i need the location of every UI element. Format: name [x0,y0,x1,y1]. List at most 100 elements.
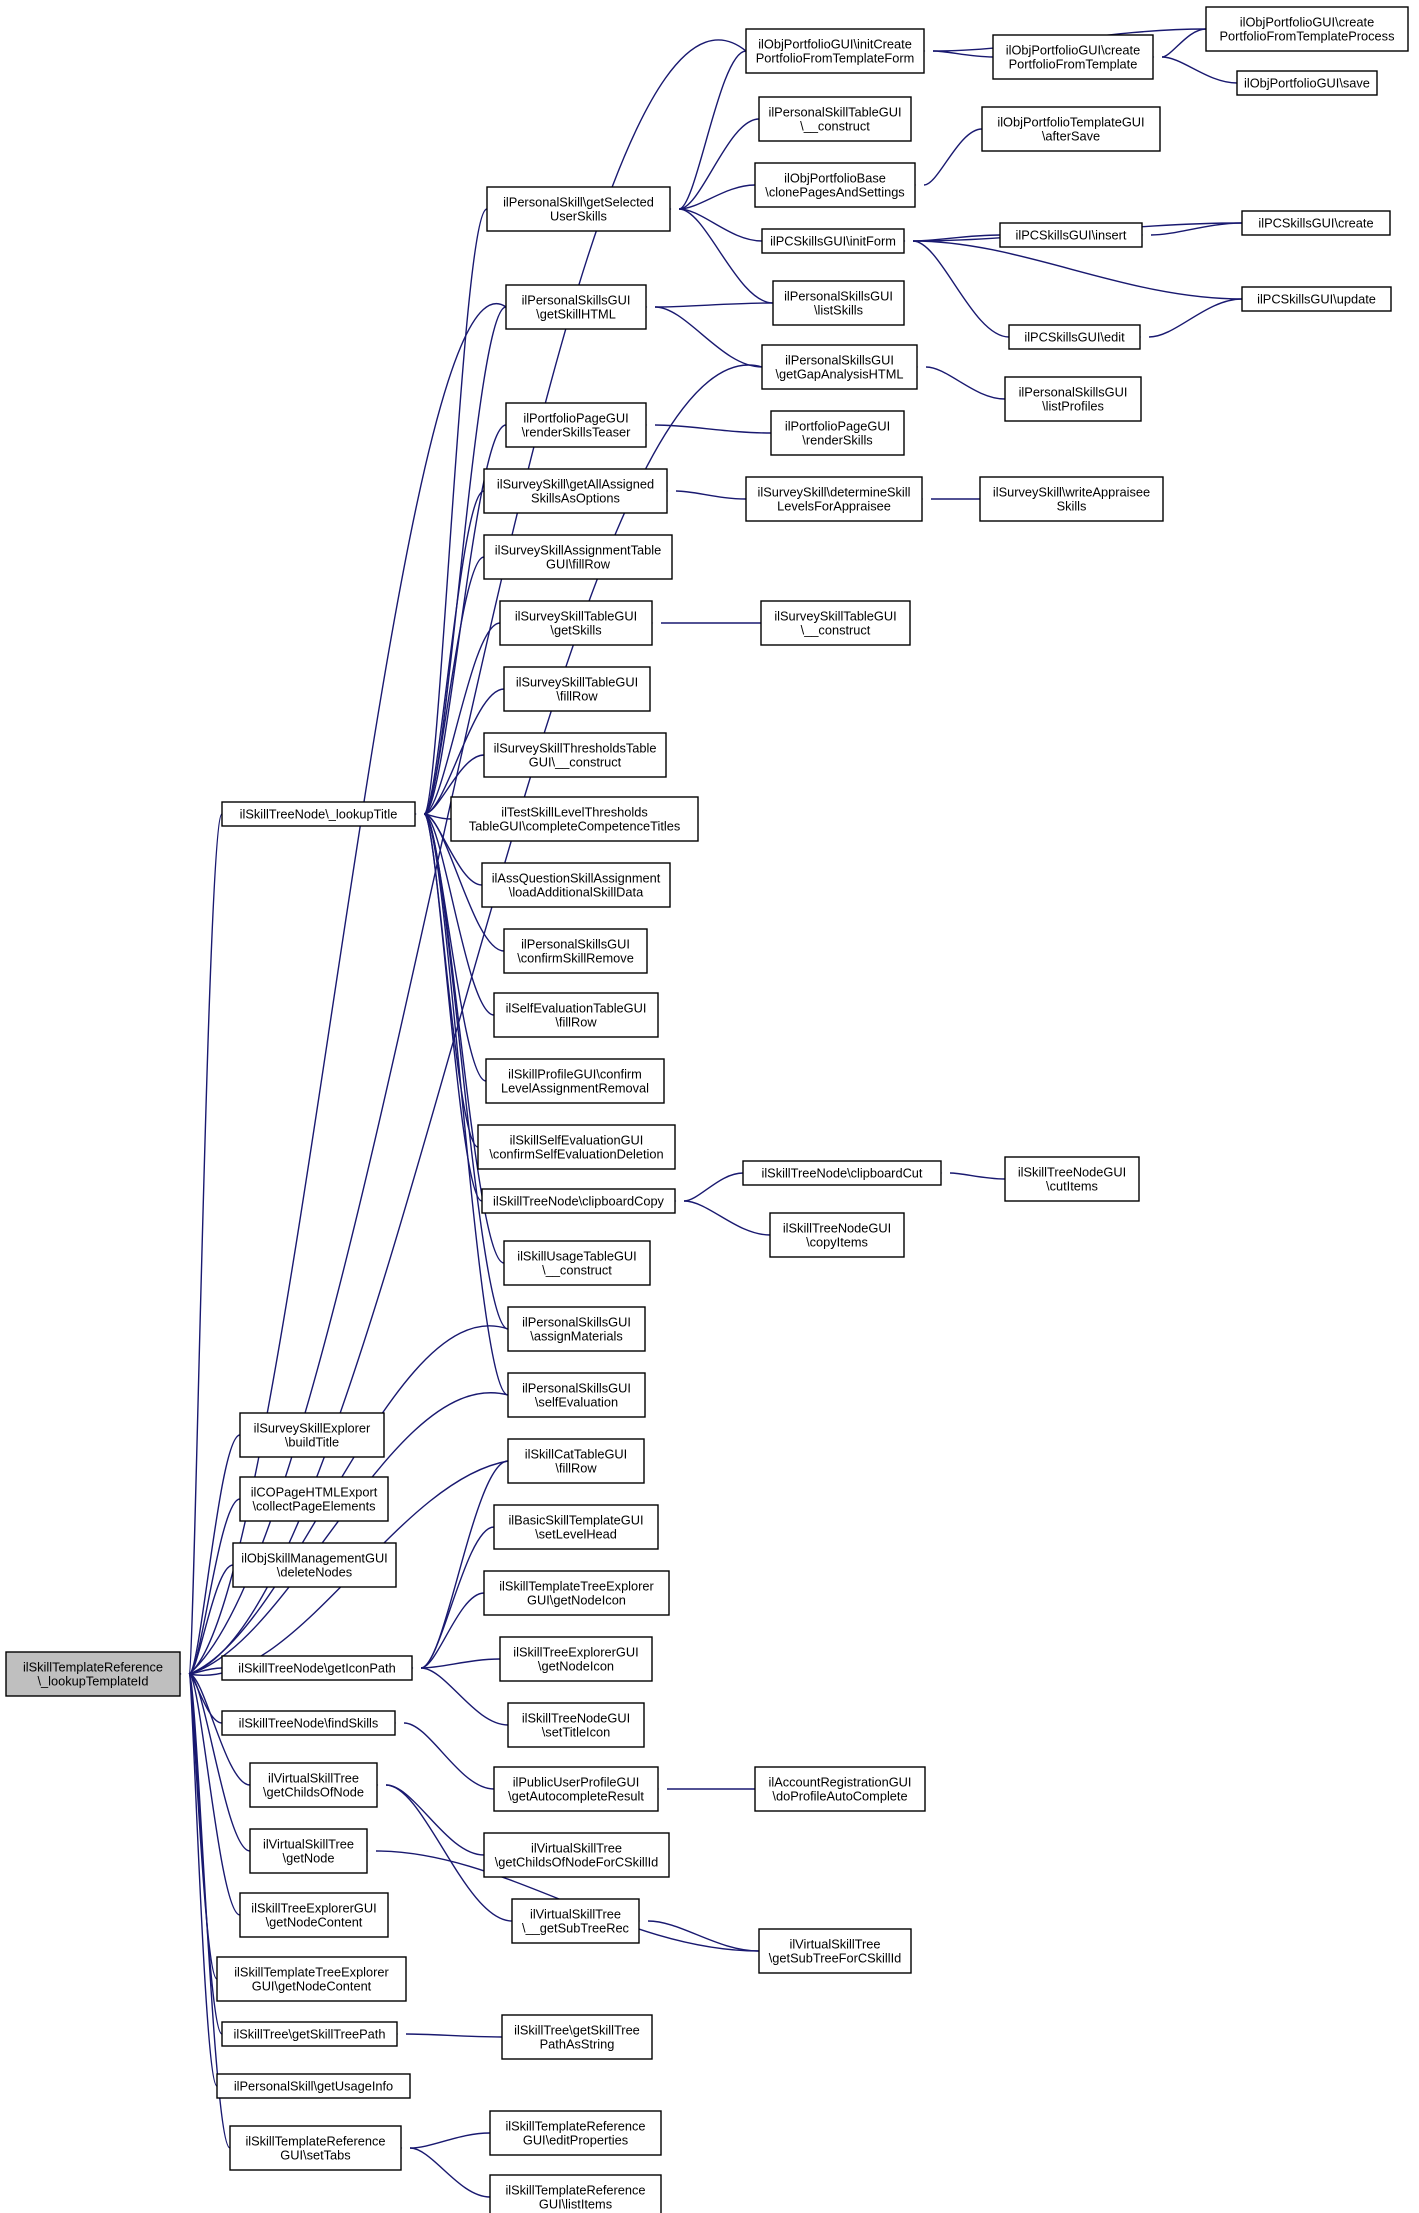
node-assQuestion[interactable]: ilAssQuestionSkillAssignment\loadAdditio… [481,862,671,908]
node-portfolioTmplAfterSave[interactable]: ilObjPortfolioTemplateGUI\afterSave [981,106,1161,152]
node-portfolioSave[interactable]: ilObjPortfolioGUI\save [1236,70,1378,96]
call-edge-clipboardCopy-to-lookupTitle [423,813,483,1202]
node-surveyTableGetSkills[interactable]: ilSurveySkillTableGUI\getSkills [499,600,653,646]
node-surveyTableFillRow[interactable]: ilSurveySkillTableGUI\fillRow [503,666,651,712]
node-box [507,1438,645,1484]
node-treeNodeGuiCopy[interactable]: ilSkillTreeNodeGUI\copyItems [769,1212,905,1258]
node-lookupTitle[interactable]: ilSkillTreeNode\_lookupTitle [221,801,416,827]
node-label-line: \renderSkills [802,433,872,448]
node-box [1241,210,1391,236]
node-tmplTreeExplorerIcon[interactable]: ilSkillTemplateTreeExplorerGUI\getNodeIc… [483,1570,670,1616]
node-vstChildsForC[interactable]: ilVirtualSkillTree\getChildsOfNodeForCSk… [483,1832,670,1878]
node-box [483,732,667,778]
node-portfolioBaseClone[interactable]: ilObjPortfolioBase\clonePagesAndSettings [754,162,916,208]
node-box [1004,1156,1140,1202]
node-publicUserProfile[interactable]: ilPublicUserProfileGUI\getAutocompleteRe… [493,1766,659,1812]
node-tmplRefEditProps[interactable]: ilSkillTemplateReferenceGUI\editProperti… [489,2110,662,2156]
call-edge-objSkillMgmt-to-root [188,1564,234,1675]
node-surveyDetermine[interactable]: ilSurveySkill\determineSkillLevelsForApp… [745,476,923,522]
node-portfolioRenderTeaser[interactable]: ilPortfolioPageGUI\renderSkillsTeaser [505,402,647,448]
node-label-line: ilPublicUserProfileGUI [513,1775,640,1790]
node-box [485,1058,665,1104]
node-label-line: \getNodeContent [266,1915,363,1930]
node-root[interactable]: ilSkillTemplateReference\_lookupTemplate… [5,1651,181,1697]
node-label-line: \__construct [542,1263,612,1278]
node-tmplTreeExplorerContent[interactable]: ilSkillTemplateTreeExplorerGUI\getNodeCo… [216,1956,407,2002]
node-surveyExplorer[interactable]: ilSurveySkillExplorer\buildTitle [239,1412,385,1458]
node-pstConstruct[interactable]: ilPersonalSkillTableGUI\__construct [758,96,912,142]
node-box [760,600,911,646]
node-pcCreate[interactable]: ilPCSkillsGUI\create [1241,210,1391,236]
node-vstSubTreeForC[interactable]: ilVirtualSkillTree\getSubTreeForCSkillId [758,1928,912,1974]
node-profileConfirm[interactable]: ilSkillProfileGUI\confirmLevelAssignment… [485,1058,665,1104]
node-accountRegistration[interactable]: ilAccountRegistrationGUI\doProfileAutoCo… [754,1766,926,1812]
node-pcInitForm[interactable]: ilPCSkillsGUI\initForm [761,228,905,254]
node-copageExport[interactable]: ilCOPageHTMLExport\collectPageElements [239,1476,389,1522]
call-edge-treeExplorerContent-to-root [188,1673,241,1916]
node-clipboardCut[interactable]: ilSkillTreeNode\clipboardCut [742,1160,942,1186]
node-pcEdit[interactable]: ilPCSkillsGUI\edit [1008,324,1141,350]
node-box [483,1832,670,1878]
node-clipboardCopy[interactable]: ilSkillTreeNode\clipboardCopy [481,1188,676,1214]
node-box [216,1956,407,2002]
node-objSkillMgmt[interactable]: ilObjSkillManagementGUI\deleteNodes [232,1542,397,1588]
node-findSkills[interactable]: ilSkillTreeNode\findSkills [221,1710,396,1736]
node-label-line: ilSurveySkill\getAllAssigned [497,477,654,492]
node-label-line: \__getSubTreeRec [522,1921,630,1936]
node-box [503,666,651,712]
node-label-line: ilSkillTemplateTreeExplorer [234,1965,389,1980]
node-portfolioRenderSkills[interactable]: ilPortfolioPageGUI\renderSkills [770,410,905,456]
node-pcInsert[interactable]: ilPCSkillsGUI\insert [999,222,1143,248]
node-portfolioInitCreate[interactable]: ilObjPortfolioGUI\initCreatePortfolioFro… [745,28,925,74]
node-psgSelfEvaluation[interactable]: ilPersonalSkillsGUI\selfEvaluation [507,1372,646,1418]
node-portfolioCreateFromTmpl[interactable]: ilObjPortfolioGUI\createPortfolioFromTem… [992,34,1154,80]
node-treeExplorerIcon[interactable]: ilSkillTreeExplorerGUI\getNodeIcon [499,1636,653,1682]
node-psgConfirmRemove[interactable]: ilPersonalSkillsGUI\confirmSkillRemove [503,928,648,974]
node-treeNodeGuiTitleIcon[interactable]: ilSkillTreeNodeGUI\setTitleIcon [507,1702,645,1748]
node-surveyThresholds[interactable]: ilSurveySkillThresholdsTableGUI\__constr… [483,732,667,778]
node-selfEvalDeletion[interactable]: ilSkillSelfEvaluationGUI\confirmSelfEval… [477,1124,676,1170]
node-catTableFillRow[interactable]: ilSkillCatTableGUI\fillRow [507,1438,645,1484]
node-surveyGetAllAssigned[interactable]: ilSurveySkill\getAllAssignedSkillsAsOpti… [483,468,668,514]
node-treeExplorerContent[interactable]: ilSkillTreeExplorerGUI\getNodeContent [239,1892,389,1938]
node-psgAssignMaterials[interactable]: ilPersonalSkillsGUI\assignMaterials [507,1306,646,1352]
node-vstSubTreeRec[interactable]: ilVirtualSkillTree\__getSubTreeRec [511,1898,640,1944]
node-label-line: \cutItems [1046,1179,1098,1194]
node-label-line: ilTestSkillLevelThresholds [501,805,648,820]
node-box [486,186,671,232]
node-label-line: GUI\fillRow [546,557,611,572]
node-skillTreePath[interactable]: ilSkillTree\getSkillTreePath [221,2021,398,2047]
node-vstGetNode[interactable]: ilVirtualSkillTree\getNode [249,1828,368,1874]
node-label-line: \listSkills [814,303,863,318]
call-edge-tmplTreeExplorerIcon-to-getIconPath [420,1592,485,1669]
node-pcUpdate[interactable]: ilPCSkillsGUI\update [1241,286,1392,312]
node-vstChilds[interactable]: ilVirtualSkillTree\getChildsOfNode [249,1762,378,1808]
node-usageInfo[interactable]: ilPersonalSkill\getUsageInfo [216,2073,411,2099]
node-label-line: ilVirtualSkillTree [789,1937,880,1952]
node-psgListProfiles[interactable]: ilPersonalSkillsGUI\listProfiles [1004,376,1142,422]
node-getIconPath[interactable]: ilSkillTreeNode\getIconPath [221,1655,413,1681]
node-label-line: \setLevelHead [535,1527,617,1542]
node-treeNodeGuiCut[interactable]: ilSkillTreeNodeGUI\cutItems [1004,1156,1140,1202]
node-psgGapAnalysis[interactable]: ilPersonalSkillsGUI\getGapAnalysisHTML [761,344,918,390]
node-portfolioCreateProcess[interactable]: ilObjPortfolioGUI\createPortfolioFromTem… [1205,6,1409,52]
node-label-line: \getSkills [550,623,601,638]
node-label-line: ilSurveySkillTableGUI [516,675,638,690]
node-testThresholds[interactable]: ilTestSkillLevelThresholdsTableGUI\compl… [450,796,699,842]
node-selfEvalTable[interactable]: ilSelfEvaluationTableGUI\fillRow [493,992,659,1038]
node-label-line: \deleteNodes [277,1565,352,1580]
node-psgListSkills[interactable]: ilPersonalSkillsGUI\listSkills [772,280,905,326]
node-usageTable[interactable]: ilSkillUsageTableGUI\__construct [503,1240,651,1286]
node-label-line: ilVirtualSkillTree [531,1841,622,1856]
node-label-line: GUI\setTabs [280,2148,350,2163]
node-psgGetSkillHTML[interactable]: ilPersonalSkillsGUI\getSkillHTML [505,284,647,330]
call-edge-surveyDetermine-to-surveyGetAllAssigned [675,490,747,500]
node-basicTemplateLevel[interactable]: ilBasicSkillTemplateGUI\setLevelHead [493,1504,659,1550]
node-surveyTableConstruct[interactable]: ilSurveySkillTableGUI\__construct [760,600,911,646]
